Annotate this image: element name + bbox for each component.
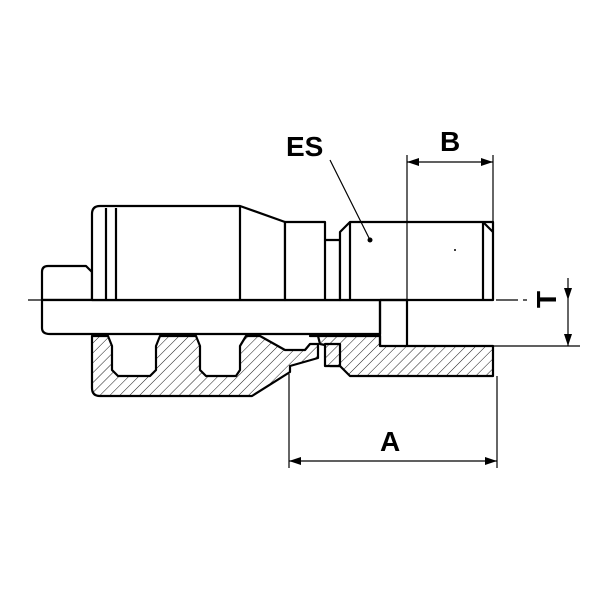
sectioned-body [90,298,495,398]
label-b: B [440,126,460,157]
dimension-es: ES [286,131,371,241]
hose-insert [40,264,382,336]
ferrule-upper [90,204,342,302]
label-es: ES [286,131,323,162]
label-a: A [380,426,400,457]
dimension-t: T [493,278,580,347]
dimension-a: A [288,374,498,468]
hex-nut-upper [338,220,495,302]
dimension-b: B [406,126,494,300]
label-t: T [531,291,562,308]
